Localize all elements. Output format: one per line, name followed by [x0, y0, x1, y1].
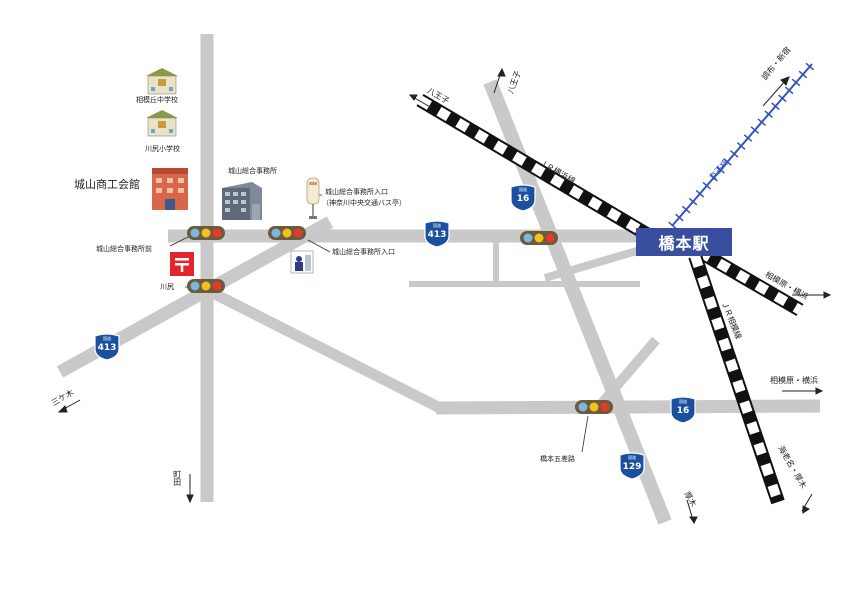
school-icon-es: [146, 110, 178, 137]
signal-gosaro: [575, 400, 613, 414]
label-kawashiri-es: 川尻小学校: [145, 145, 180, 153]
jr-yokohama-line: [416, 93, 804, 317]
signal-kawashiri: [187, 279, 225, 293]
school-icon-jhs: [146, 68, 178, 95]
road-short: [592, 336, 660, 414]
keio-line: [668, 60, 816, 230]
bus-stop-icon: [306, 177, 320, 219]
road-station: [543, 246, 642, 282]
direction-arrows: [57, 67, 832, 524]
label-signal-iriguchi: 城山総合事務所入口: [332, 248, 395, 256]
route-16-shield-north: 国道 16: [510, 184, 536, 212]
label-signal-gosaro: 橋本五差路: [540, 455, 575, 463]
jr-sagami-line: [688, 253, 785, 505]
dir-machida: 町田: [172, 470, 182, 486]
hashimoto-station[interactable]: 橋本駅: [636, 228, 732, 256]
route-413-shield: 国道 413: [424, 220, 450, 248]
road-16: [435, 399, 821, 415]
signal-east: [520, 231, 558, 245]
label-bus-stop-note: （神奈川中央交通バス亭）: [322, 199, 406, 207]
road-diagonal: [204, 285, 443, 413]
label-shiroyama-chamber: 城山商工会館: [74, 178, 140, 191]
post-office-icon: [170, 252, 194, 276]
office-building-icon: [222, 182, 262, 220]
police-box-icon: [290, 250, 314, 274]
label-sagamigaoka-jhs: 相模丘中学校: [136, 96, 178, 104]
route-16-shield-east: 国道 16: [670, 396, 696, 424]
chamber-building-icon: [152, 168, 188, 210]
signal-iriguchi: [268, 226, 306, 240]
label-bus-stop: 城山総合事務所入口: [325, 188, 388, 196]
label-signal-kawashiri: 川尻: [160, 283, 174, 291]
label-signal-mae: 城山総合事務所前: [96, 245, 152, 253]
dir-sagamihara-yokohama-2: 相模原・横浜: [770, 376, 818, 385]
route-413-shield-west: 国道 413: [94, 333, 120, 361]
label-shiroyama-office: 城山総合事務所: [228, 167, 277, 175]
signal-mae: [187, 226, 225, 240]
route-129-shield: 国道 129: [619, 452, 645, 480]
traffic-signals: [187, 226, 613, 414]
